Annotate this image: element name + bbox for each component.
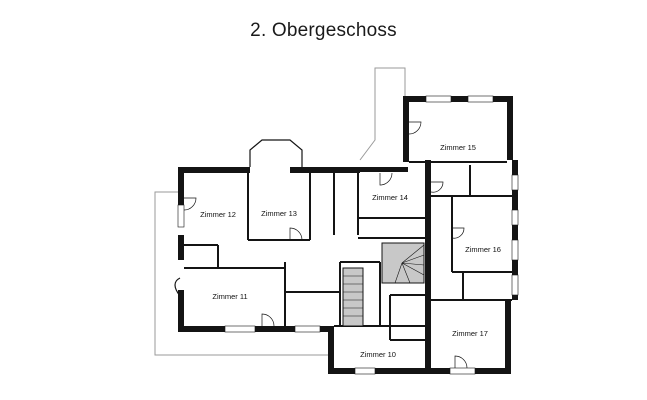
room-label-zimmer-16: Zimmer 16 (465, 245, 501, 254)
terrace-outlines (154, 67, 406, 356)
windows (177, 95, 519, 375)
room-labels: Zimmer 12 Zimmer 13 Zimmer 14 Zimmer 15 … (200, 143, 501, 359)
room-label-zimmer-13: Zimmer 13 (261, 209, 297, 218)
interior-walls (184, 161, 512, 341)
room-label-zimmer-17: Zimmer 17 (452, 329, 488, 338)
bay-windows (174, 139, 303, 297)
floor-title: 2. Obergeschoss (250, 20, 397, 41)
staircase (342, 242, 425, 327)
room-label-zimmer-12: Zimmer 12 (200, 210, 236, 219)
doors (183, 121, 468, 369)
room-label-zimmer-15: Zimmer 15 (440, 143, 476, 152)
room-label-zimmer-11: Zimmer 11 (212, 292, 247, 301)
room-label-zimmer-10: Zimmer 10 (360, 350, 396, 359)
room-label-zimmer-14: Zimmer 14 (372, 193, 408, 202)
